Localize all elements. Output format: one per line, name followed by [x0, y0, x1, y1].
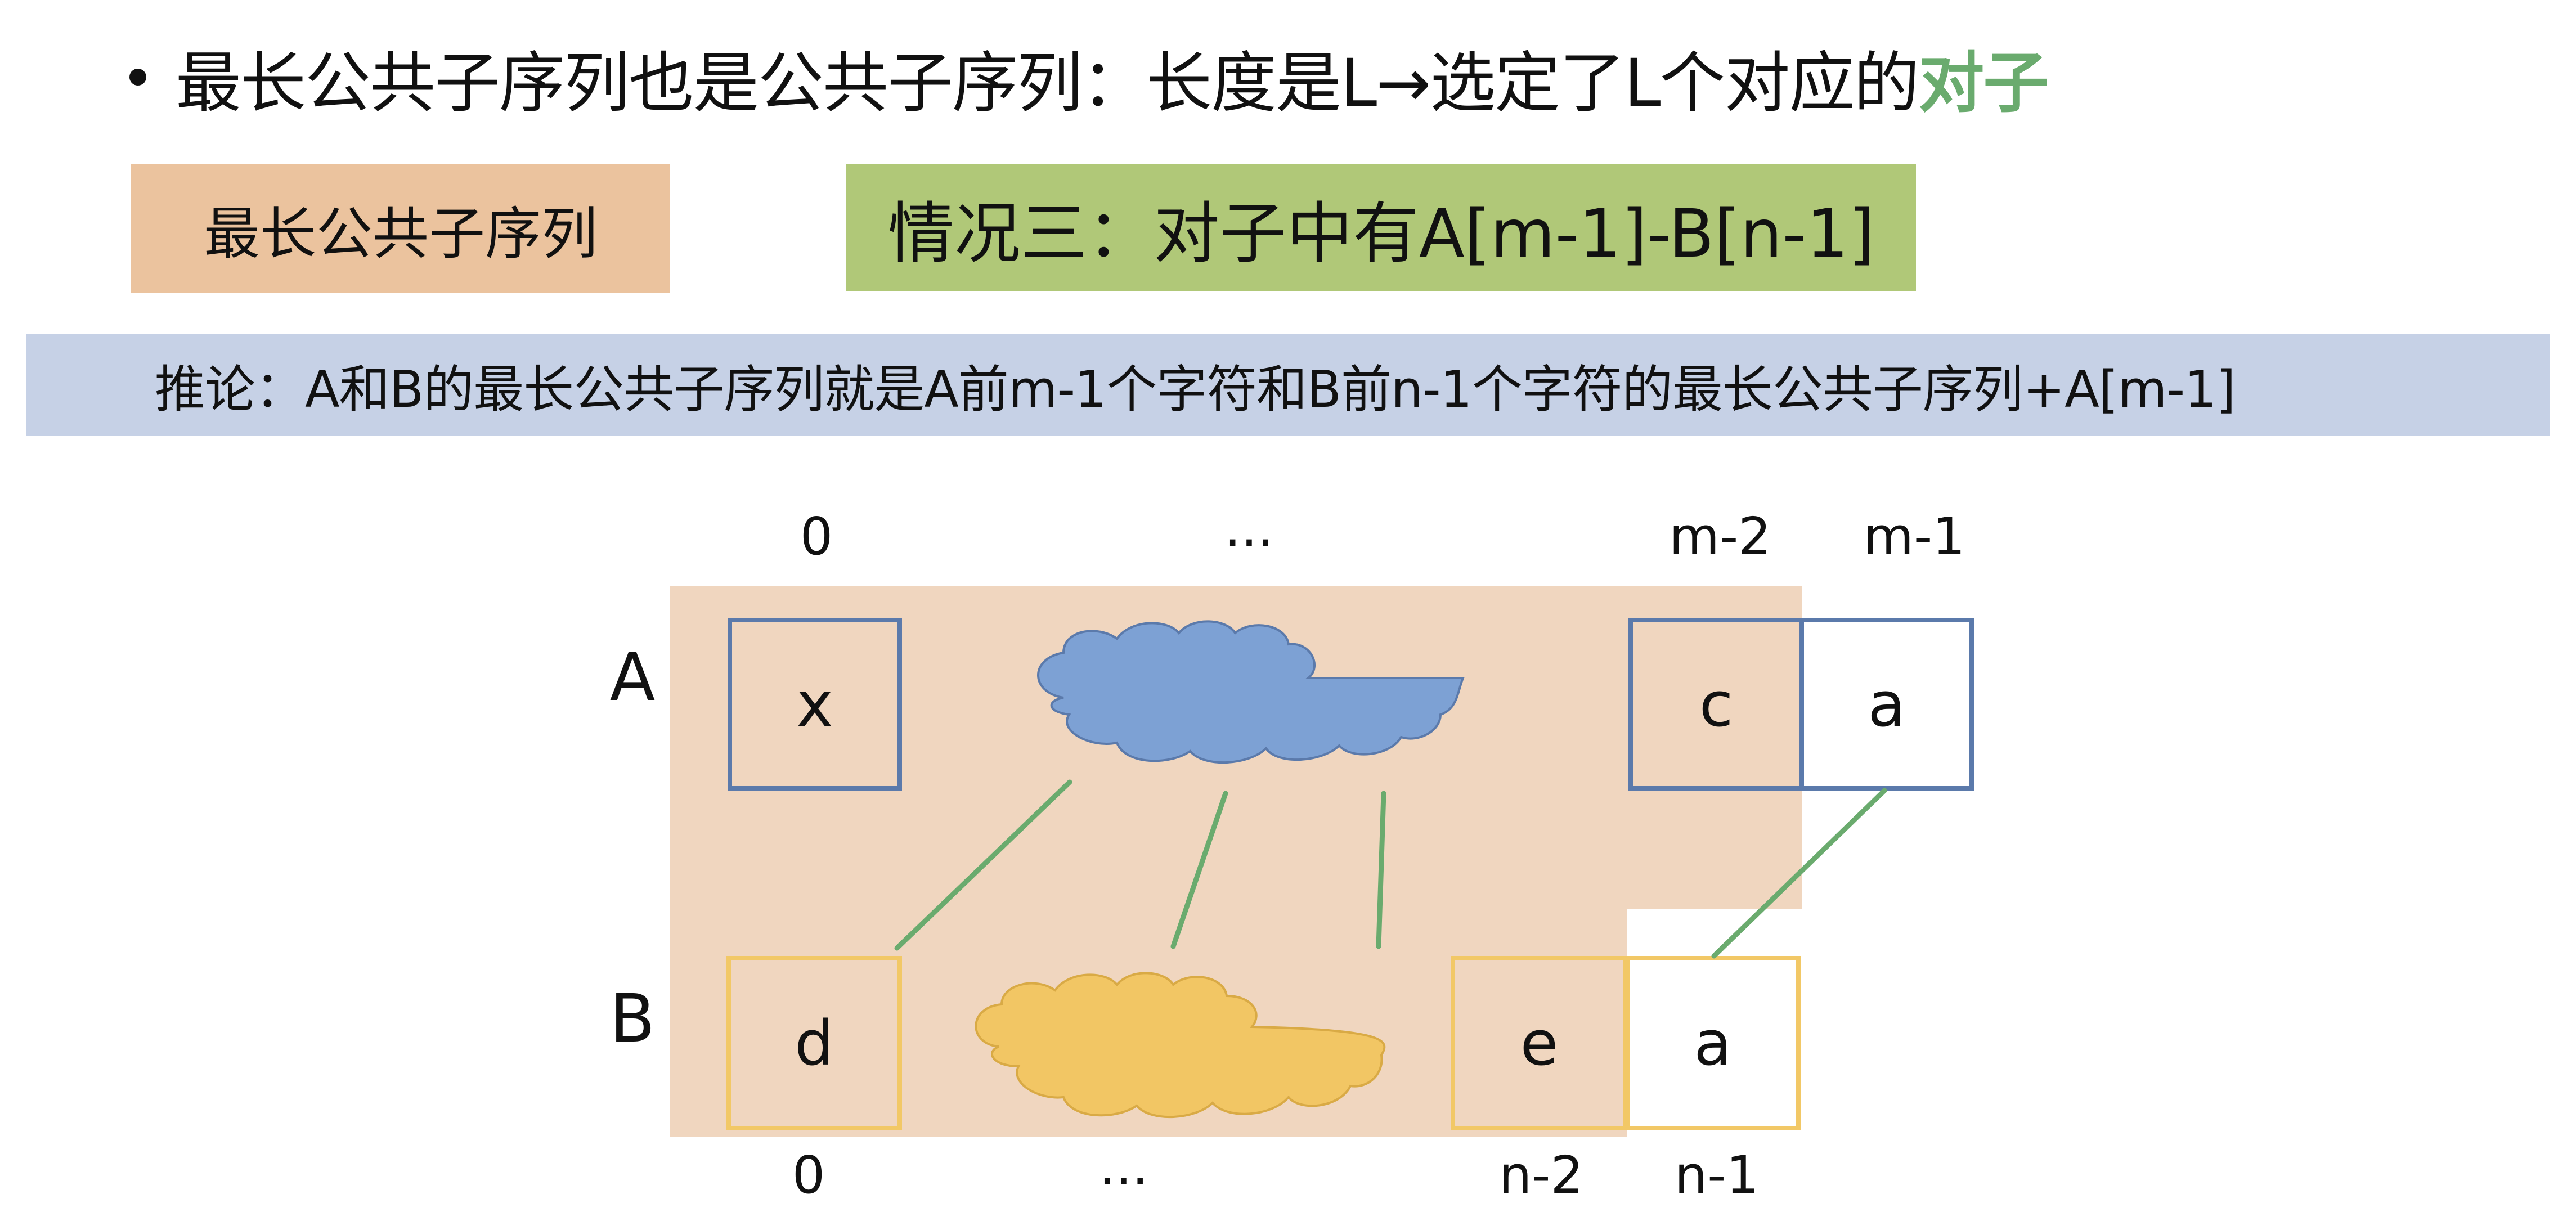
a-index-0: 0 — [800, 506, 833, 567]
a-cell-0: x — [728, 618, 902, 791]
b-cell-n-1-value: a — [1694, 1007, 1732, 1079]
b-cell-n-1: a — [1625, 956, 1801, 1130]
a-index-m-2: m-2 — [1669, 506, 1771, 567]
diagram-background-extension — [1627, 586, 1802, 909]
b-index-0: 0 — [792, 1145, 825, 1205]
a-cell-m-1-value: a — [1868, 668, 1906, 740]
link-line — [894, 779, 1072, 951]
a-index-m-1: m-1 — [1863, 506, 1965, 567]
conclusion-text: 推论：A和B的最长公共子序列就是A前m-1个字符和B前n-1个字符的最长公共子序… — [155, 360, 2236, 419]
array-b-label: B — [609, 980, 656, 1057]
b-cell-0: d — [726, 956, 902, 1130]
match-links — [894, 779, 1887, 959]
yellow-cloud-icon — [975, 972, 1386, 1119]
a-cell-m-1: a — [1799, 618, 1974, 791]
case-tag: 情况三：对子中有A[m-1]-B[n-1] — [846, 164, 1916, 291]
array-a-label: A — [609, 638, 656, 716]
topic-tag: 最长公共子序列 — [131, 164, 670, 293]
b-index-n-2: n-2 — [1498, 1145, 1584, 1205]
link-line — [1376, 791, 1386, 949]
title-accent-text: 对子 — [1918, 44, 2049, 122]
a-cell-m-2-value: c — [1699, 668, 1734, 740]
a-cell-m-2: c — [1628, 618, 1804, 791]
b-cell-0-value: d — [795, 1007, 834, 1079]
a-cell-0-value: x — [796, 668, 833, 740]
b-index-n-1: n-1 — [1674, 1145, 1760, 1205]
b-cell-n-2-value: e — [1520, 1007, 1559, 1079]
link-line-last-pair — [1711, 788, 1887, 959]
title-text: 最长公共子序列也是公共子序列：长度是L→选定了L个对应的 — [176, 44, 1919, 122]
a-index-ellipsis: ... — [1224, 498, 1274, 558]
conclusion-band: 推论：A和B的最长公共子序列就是A前m-1个字符和B前n-1个字符的最长公共子序… — [26, 334, 2550, 436]
b-index-ellipsis: ... — [1099, 1137, 1148, 1197]
link-line — [1170, 791, 1228, 949]
bullet-icon — [129, 69, 146, 86]
slide-title: 最长公共子序列也是公共子序列：长度是L→选定了L个对应的对子 — [129, 29, 2049, 125]
blue-cloud-icon — [1037, 620, 1465, 764]
